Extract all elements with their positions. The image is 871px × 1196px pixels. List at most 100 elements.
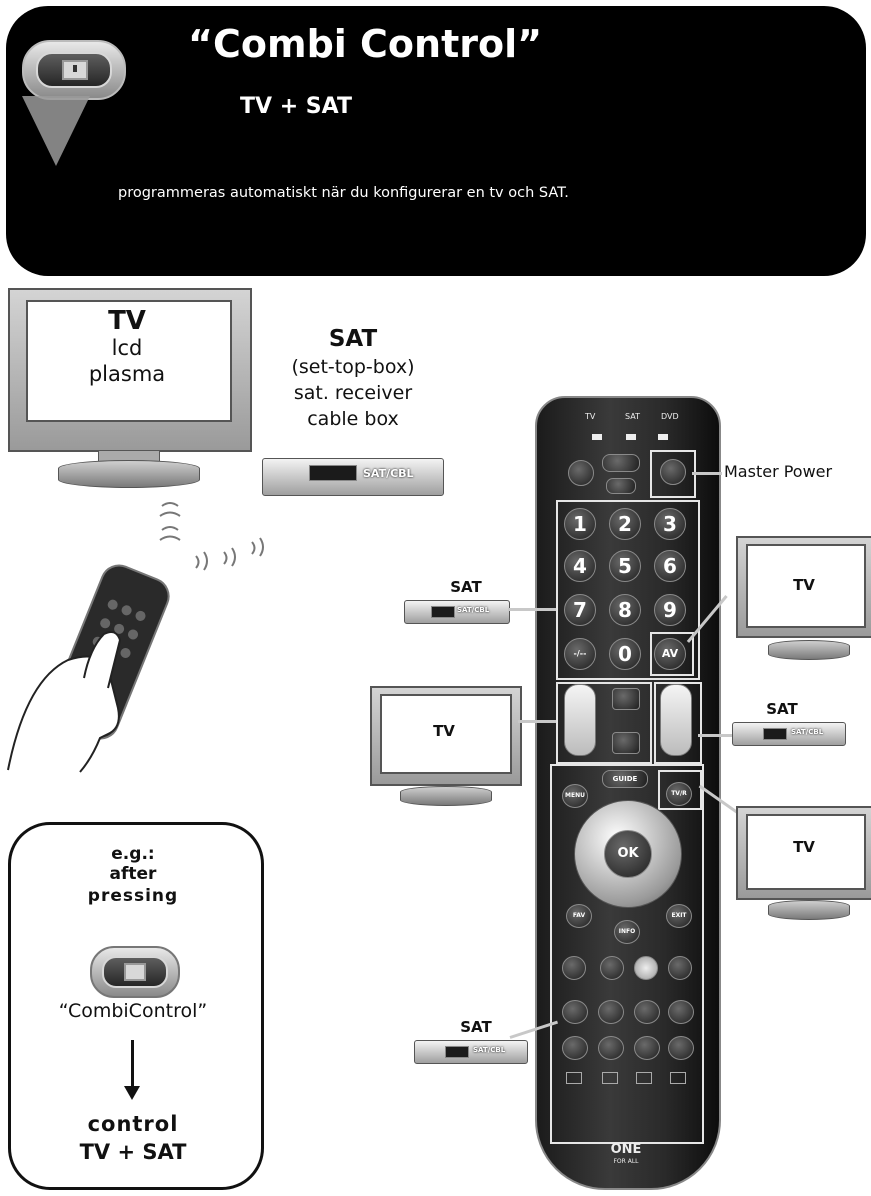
mode-tabs: TV SAT DVD — [575, 412, 685, 426]
power-button[interactable] — [660, 459, 686, 485]
volume-highlight — [556, 682, 652, 764]
master-power-label: Master Power — [724, 462, 833, 481]
menu-button[interactable]: MENU — [562, 784, 588, 808]
key-4[interactable]: 4 — [564, 550, 596, 582]
green-key[interactable] — [600, 956, 624, 980]
mute-button[interactable] — [612, 732, 640, 754]
bottom-function-keys — [566, 1072, 686, 1084]
tab-sat[interactable]: SAT — [625, 412, 640, 421]
example-combi-button-icon — [90, 946, 180, 998]
rewind-button[interactable] — [562, 1000, 588, 1024]
sat-bottom-box-label: SAT/CBL — [473, 1046, 506, 1054]
main-tv-screen — [26, 300, 232, 422]
brand-logo-line1: ONE — [610, 1142, 642, 1157]
key-3[interactable]: 3 — [654, 508, 686, 540]
tv-right-bottom-screen — [746, 814, 866, 890]
tv-led-icon — [592, 434, 602, 440]
banner-title: “Combi Control” — [188, 22, 543, 66]
ok-button[interactable]: OK — [604, 830, 652, 878]
record-button[interactable] — [634, 1036, 660, 1060]
info-button[interactable]: INFO — [614, 920, 640, 944]
key-5[interactable]: 5 — [609, 550, 641, 582]
tv-right-top-screen — [746, 544, 866, 628]
sat-volume-line — [698, 734, 732, 737]
number-keys-highlight — [556, 500, 700, 680]
banner-subtitle: TV + SAT — [240, 94, 352, 119]
stop-button[interactable] — [598, 1036, 624, 1060]
fav-button[interactable]: FAV — [566, 904, 592, 928]
sat-bottom-label-visible: SAT — [460, 1018, 492, 1036]
key-2[interactable]: 2 — [609, 508, 641, 540]
key-7[interactable]: 7 — [564, 594, 596, 626]
av-highlight — [650, 632, 694, 676]
tvr-highlight — [658, 770, 702, 810]
zoom-key-icon[interactable] — [670, 1072, 686, 1084]
hand-with-remote-icon — [7, 564, 170, 773]
key-av[interactable]: AV — [654, 638, 686, 670]
tab-dvd[interactable]: DVD — [661, 412, 679, 421]
combi-control-button-icon — [22, 40, 126, 100]
tv-right-bottom-stand — [768, 900, 850, 920]
key-0[interactable]: 0 — [609, 638, 641, 670]
magic-button[interactable] — [568, 460, 594, 486]
main-settop-box-icon: SAT/CBL — [262, 458, 444, 496]
tvr-button[interactable]: TV/R — [666, 782, 692, 806]
red-key[interactable] — [562, 956, 586, 980]
channel-rocker[interactable] — [660, 684, 692, 756]
sat-volume-box-label: SAT/CBL — [791, 728, 824, 736]
example-button-name: “CombiControl” — [58, 1000, 208, 1022]
play-button[interactable] — [598, 1000, 624, 1024]
main-tv-line1: lcd — [111, 336, 143, 360]
main-sat-line2: sat. receiver — [293, 382, 413, 404]
key-9[interactable]: 9 — [654, 594, 686, 626]
fast-forward-button[interactable] — [668, 1000, 694, 1024]
subtitle-key-icon[interactable] — [602, 1072, 618, 1084]
key-6[interactable]: 6 — [654, 550, 686, 582]
example-line2: after — [109, 864, 157, 884]
dvd-led-icon — [658, 434, 668, 440]
example-line3: pressing — [87, 886, 179, 906]
sat-volume-box-icon: SAT/CBL — [732, 722, 846, 746]
main-sat-line1: (set-top-box) — [291, 356, 415, 378]
volume-rocker[interactable] — [564, 684, 596, 756]
key-8[interactable]: 8 — [609, 594, 641, 626]
tv-right-top-stand — [768, 640, 850, 660]
channel-highlight — [654, 682, 702, 764]
yellow-key[interactable] — [634, 956, 658, 980]
next-button[interactable] — [668, 1036, 694, 1060]
main-tv-title: TV — [108, 306, 146, 336]
combi-control-button[interactable] — [606, 478, 636, 494]
brand-logo-line2: FOR ALL — [613, 1158, 639, 1165]
hold-key-icon[interactable] — [636, 1072, 652, 1084]
example-line1: e.g.: — [111, 844, 155, 864]
main-sat-title: SAT — [328, 326, 378, 352]
key-1[interactable]: 1 — [564, 508, 596, 540]
main-tv-line2: plasma — [88, 362, 166, 386]
sat-numbers-line — [508, 608, 556, 611]
banner-description: programmeras automatiskt när du konfigur… — [118, 185, 569, 201]
light-cone-icon — [22, 96, 90, 166]
key-dash[interactable]: -/-- — [564, 638, 596, 670]
tv-left-line — [518, 720, 556, 723]
tab-tv[interactable]: TV — [585, 412, 596, 421]
pause-button[interactable] — [634, 1000, 660, 1024]
header-banner — [6, 6, 866, 276]
text-key-icon[interactable] — [566, 1072, 582, 1084]
example-line4: control — [87, 1112, 179, 1136]
back-button[interactable] — [612, 688, 640, 710]
navigation-highlight — [550, 764, 704, 1144]
exit-button[interactable]: EXIT — [666, 904, 692, 928]
main-sat-box-label: SAT/CBL — [363, 467, 414, 480]
guide-button[interactable]: GUIDE — [602, 770, 648, 788]
blue-key[interactable] — [668, 956, 692, 980]
sat-numbers-box-label: SAT/CBL — [457, 606, 490, 614]
previous-button[interactable] — [562, 1036, 588, 1060]
sat-volume-label: SAT — [766, 700, 798, 718]
tv-left-stand — [400, 786, 492, 806]
example-box — [8, 822, 264, 1190]
main-sat-line3: cable box — [307, 408, 399, 430]
tv-right-top-label: TV — [793, 576, 815, 594]
mode-button[interactable] — [602, 454, 640, 472]
tv-right-bottom-label: TV — [793, 838, 815, 856]
sat-bottom-box-icon: SAT/CBL — [414, 1040, 528, 1064]
